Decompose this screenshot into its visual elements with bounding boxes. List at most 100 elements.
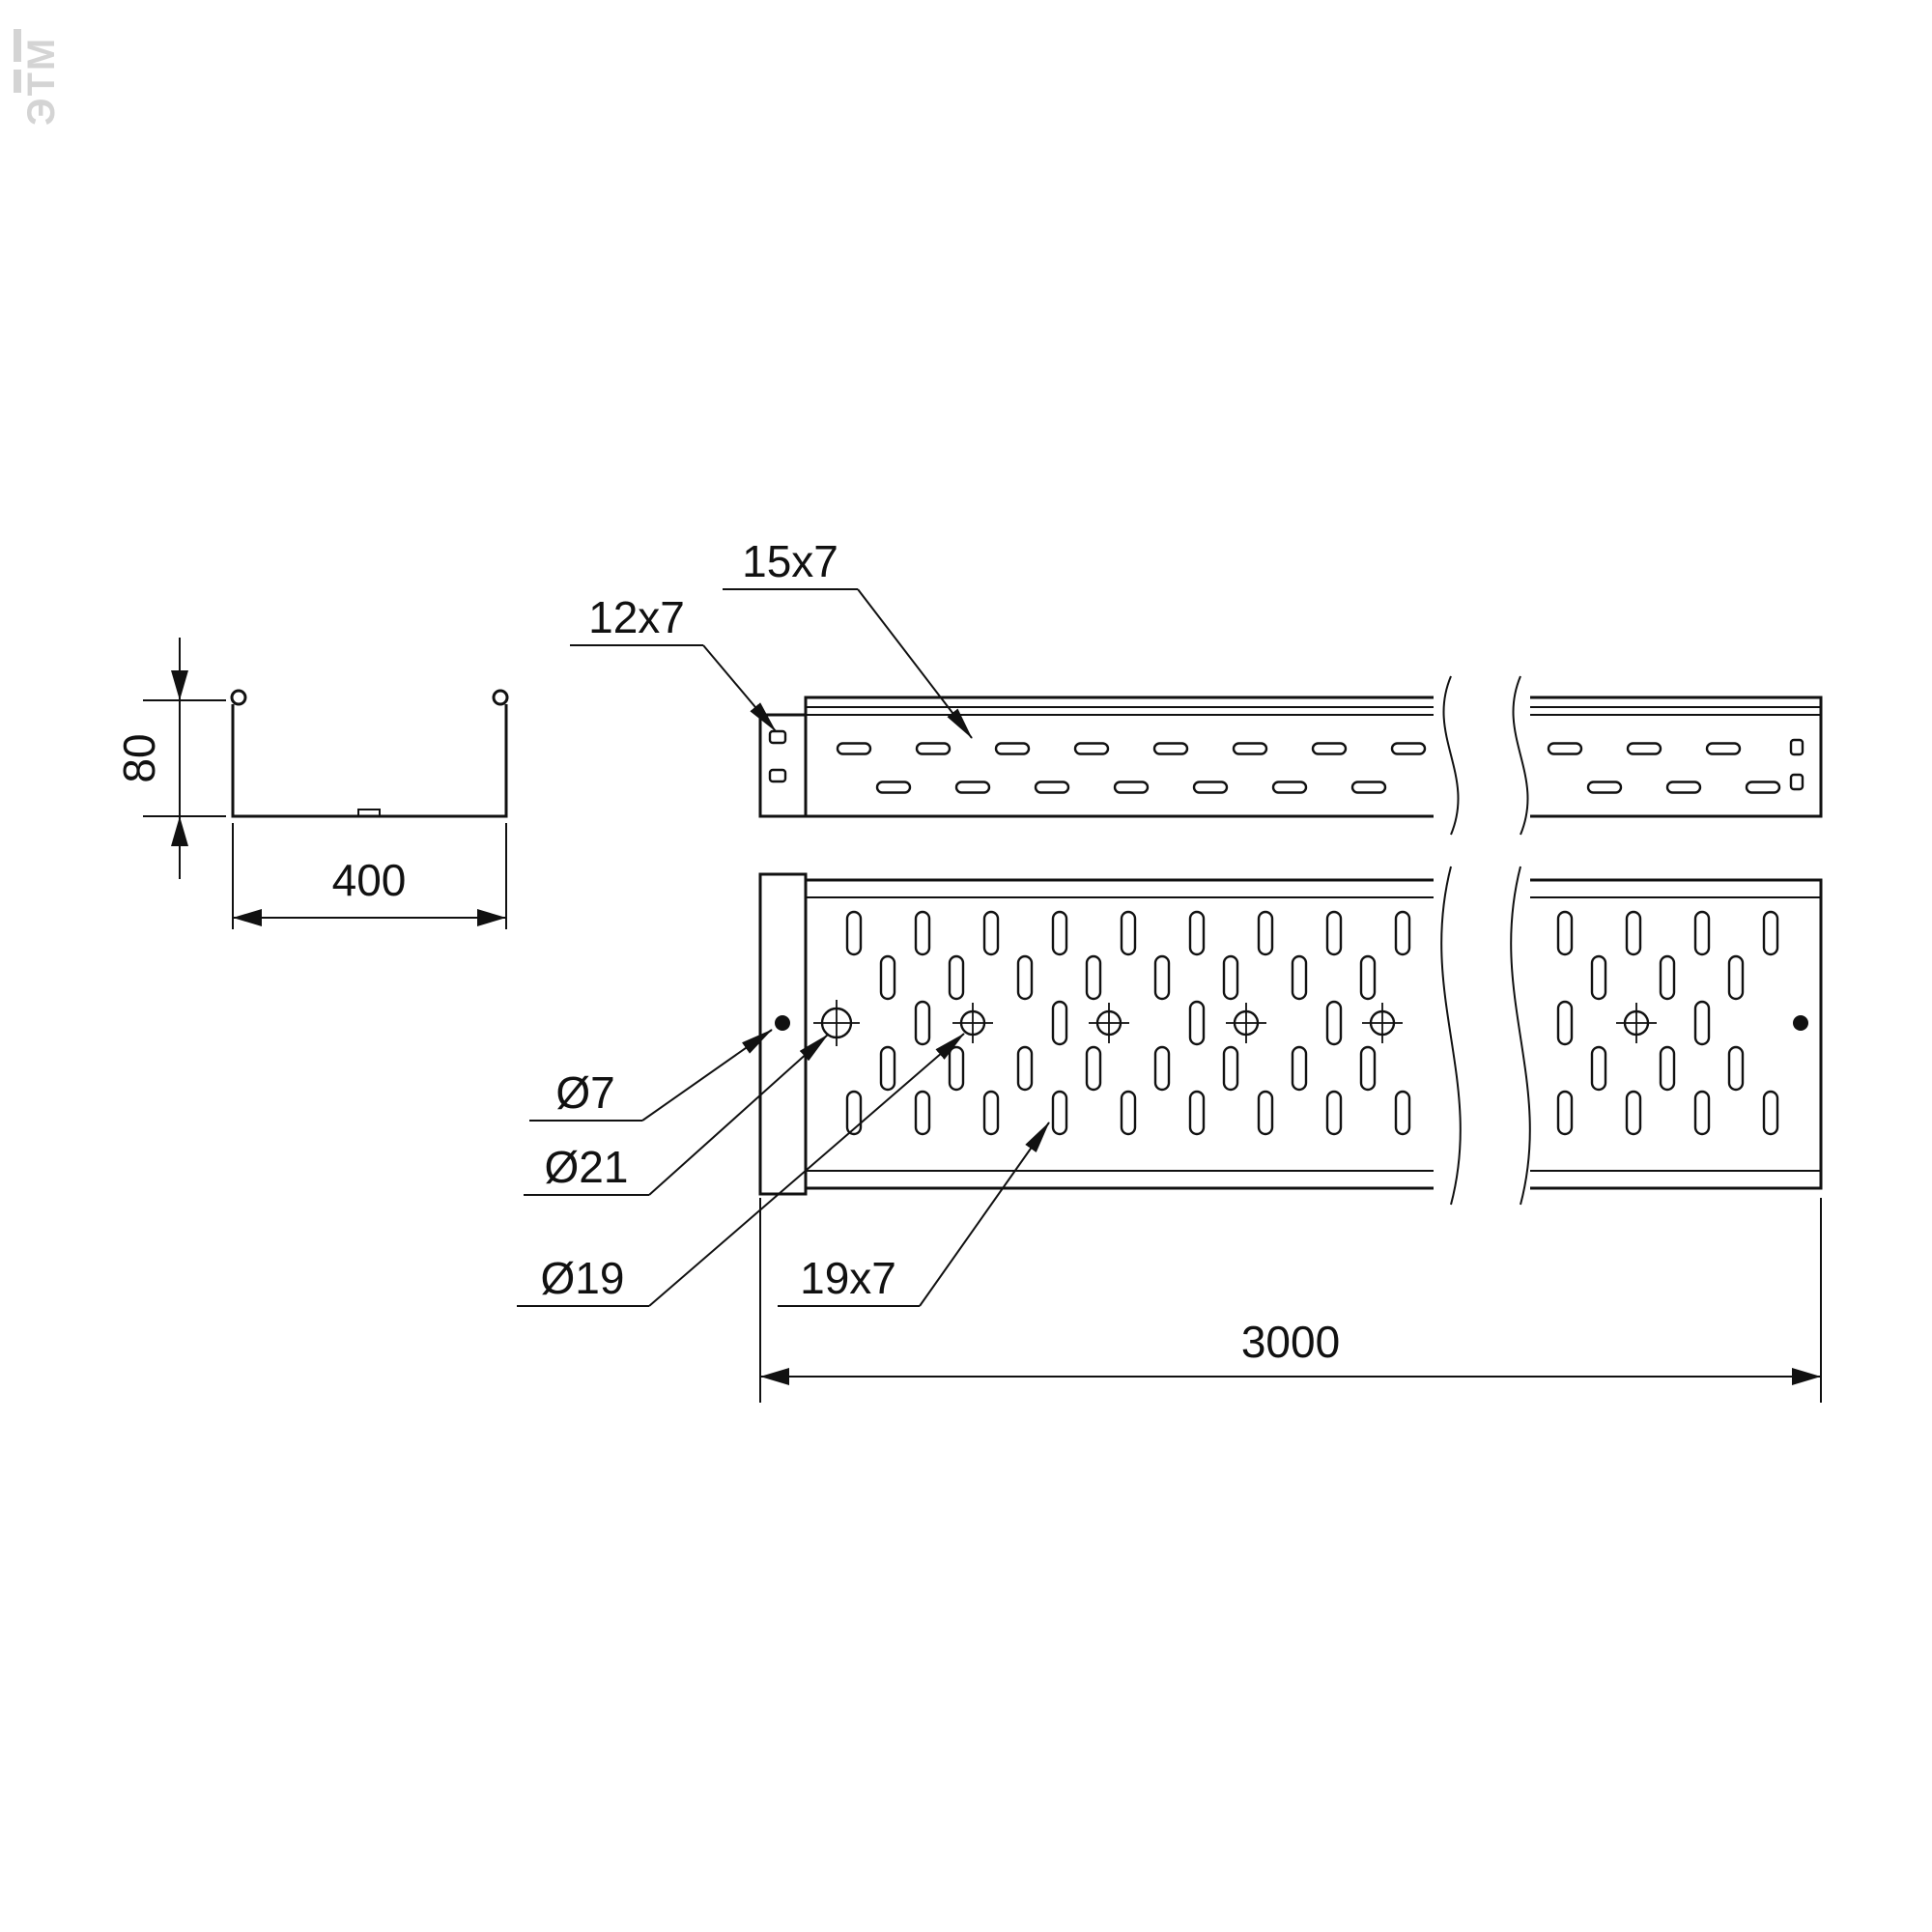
end-slot-label: 12x7	[588, 592, 685, 642]
perforation-slot	[1188, 1000, 1206, 1046]
perforation-slot	[1120, 910, 1137, 956]
perforation-slot	[1745, 781, 1781, 794]
perforation-slot	[914, 910, 931, 956]
connector-slot	[768, 768, 787, 783]
perforation-slot	[1257, 910, 1274, 956]
perforation-slot	[1153, 954, 1171, 1001]
perforation-slot	[1705, 742, 1742, 755]
perforation-slot	[1232, 742, 1268, 755]
perforation-slot	[1311, 742, 1348, 755]
break-curve	[1512, 675, 1529, 836]
watermark-stripe	[14, 70, 21, 93]
side-view-slots	[836, 742, 1781, 794]
perforation-slot	[1016, 954, 1034, 1001]
perforation-slot	[875, 781, 912, 794]
perforation-slot	[1257, 1090, 1274, 1136]
perforation-slot	[915, 742, 952, 755]
plan-outline	[804, 878, 1823, 1190]
perforation-slot	[1085, 954, 1102, 1001]
right-curl-edge	[492, 689, 509, 706]
break-curve	[1442, 675, 1460, 836]
perforation-slot	[1188, 910, 1206, 956]
cross-section-view: 80 400	[114, 638, 509, 929]
perforation-slot	[1291, 1045, 1308, 1092]
length-dimension-label: 3000	[1241, 1317, 1340, 1367]
plan-view-slots	[845, 910, 1779, 1136]
break-curve	[1510, 866, 1531, 1206]
perforation-slot	[845, 1090, 863, 1136]
perforation-slot	[1547, 742, 1583, 755]
perforation-slot	[994, 742, 1031, 755]
perforation-slot	[1325, 1090, 1343, 1136]
perforation-slot	[1016, 1045, 1034, 1092]
perforation-slot	[1034, 781, 1070, 794]
perforation-slot	[1188, 1090, 1206, 1136]
perforation-slot	[1325, 910, 1343, 956]
perforation-slot	[1556, 1000, 1574, 1046]
perforation-slot	[1590, 954, 1607, 1001]
perforation-slot	[914, 1000, 931, 1046]
watermark-logo: ЭТМ	[14, 29, 63, 126]
perforation-slot	[1727, 1045, 1745, 1092]
perforation-slot	[1325, 1000, 1343, 1046]
perforation-slot	[1556, 910, 1574, 956]
callout-labels: 12x7 15x7 Ø7 Ø21 Ø19 19x7	[517, 536, 1050, 1307]
channel-profile	[231, 704, 508, 818]
end-slot	[1789, 773, 1804, 791]
perforation-slot	[914, 1090, 931, 1136]
perforation-slot	[1051, 1000, 1068, 1046]
perforation-slot	[1271, 781, 1308, 794]
perforation-slot	[1625, 910, 1642, 956]
width-dimension: 400	[232, 823, 507, 929]
perforation-slot	[1665, 781, 1702, 794]
perforation-slot	[1390, 742, 1427, 755]
perforation-slot	[1153, 1045, 1171, 1092]
perforation-slot	[1192, 781, 1229, 794]
connector-slot	[768, 729, 787, 745]
side-view	[758, 696, 1823, 818]
break-curve	[1440, 866, 1462, 1206]
screw-hole-right	[1793, 1015, 1808, 1031]
perforation-slot	[1120, 1090, 1137, 1136]
perforation-slot	[1659, 954, 1676, 1001]
perforation-slot	[1659, 1045, 1676, 1092]
perforation-slot	[1556, 1090, 1574, 1136]
perforation-slot	[1113, 781, 1150, 794]
watermark-stripe	[14, 29, 21, 62]
perforation-slot	[1073, 742, 1110, 755]
perforation-slot	[1762, 910, 1779, 956]
perforation-slot	[1394, 910, 1411, 956]
perforation-slot	[845, 910, 863, 956]
perforation-slot	[1693, 910, 1711, 956]
perforation-slot	[1085, 1045, 1102, 1092]
perforation-slot	[1051, 910, 1068, 956]
perforation-slot	[1350, 781, 1387, 794]
plan-view	[758, 872, 1823, 1196]
perforation-slot	[1586, 781, 1623, 794]
center-mounting-holes	[813, 1000, 1657, 1046]
perforation-slot	[1693, 1000, 1711, 1046]
perforation-slot	[836, 742, 872, 755]
side-slot-label: 15x7	[742, 536, 838, 586]
perforation-slot	[1051, 1090, 1068, 1136]
perforation-slot	[1222, 1045, 1239, 1092]
perforation-slot	[1359, 1045, 1377, 1092]
width-dimension-label: 400	[332, 855, 407, 905]
height-dimension: 80	[114, 638, 226, 879]
center-hole-label: Ø19	[541, 1253, 625, 1303]
left-curl-edge	[230, 689, 247, 706]
perforation-slot	[982, 1090, 1000, 1136]
perforation-slot	[1626, 742, 1662, 755]
perforation-slot	[1359, 954, 1377, 1001]
perforation-slot	[1625, 1090, 1642, 1136]
perforation-slot	[1291, 954, 1308, 1001]
perforation-slot	[948, 954, 965, 1001]
perforation-slot	[879, 954, 896, 1001]
watermark-text: ЭТМ	[20, 37, 63, 126]
break-lines	[1434, 670, 1531, 1208]
perforation-slot	[1394, 1090, 1411, 1136]
perforation-slot	[879, 1045, 896, 1092]
perforation-slot	[948, 1045, 965, 1092]
